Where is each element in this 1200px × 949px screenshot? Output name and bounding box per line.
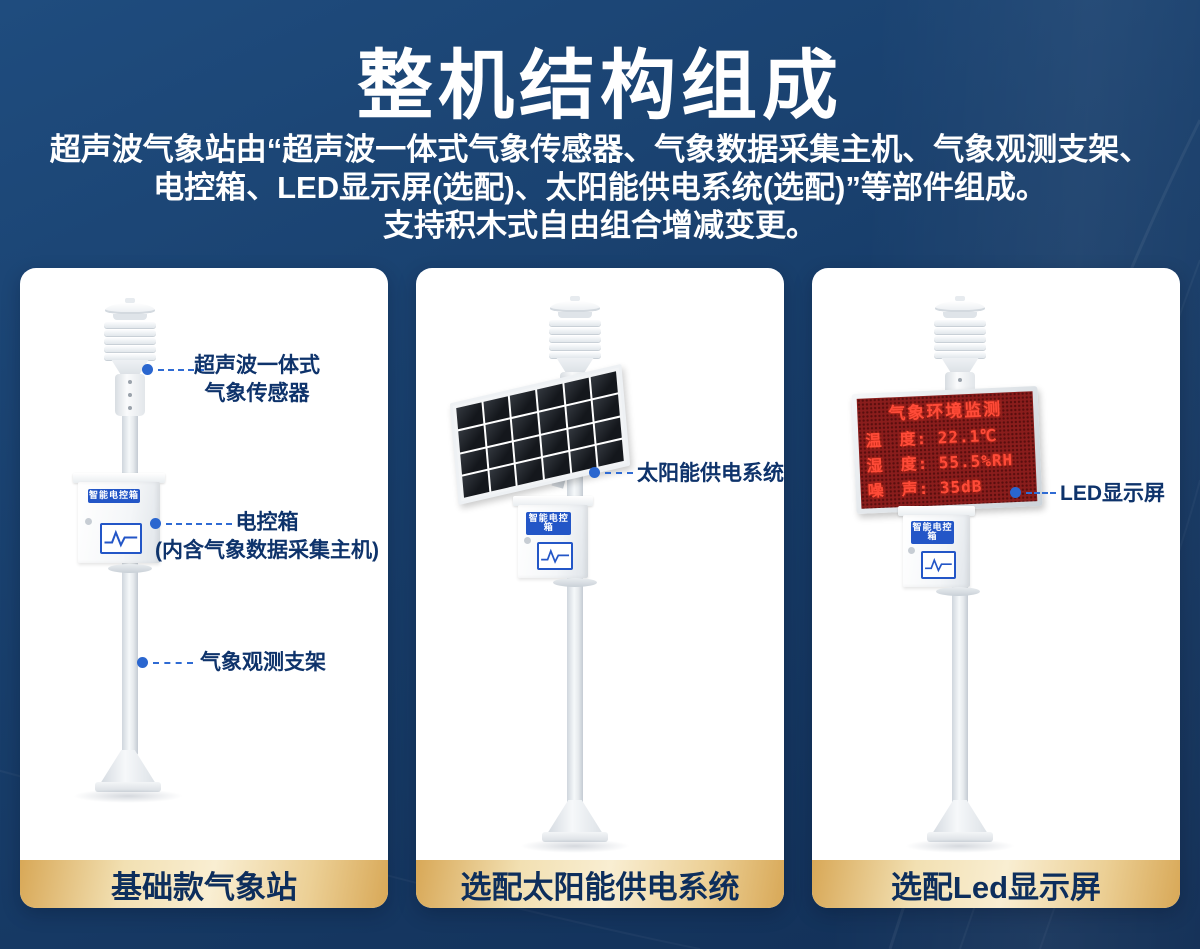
sensor-cap <box>550 301 600 312</box>
callout-dot <box>137 657 148 668</box>
callout-dash-line <box>605 472 633 474</box>
callout-dash-line <box>153 662 193 664</box>
sensor-knob <box>570 296 580 301</box>
sensor-cap <box>105 303 155 314</box>
sensor-louvers <box>104 320 156 360</box>
card-caption: 选配Led显示屏 <box>812 860 1180 908</box>
control-box-lid <box>73 473 165 483</box>
solar-cell-grid <box>456 371 624 498</box>
card-solar-option: 智能电控箱 太阳能供电系统 选配太阳能供电系统 <box>416 268 784 908</box>
control-box-lid <box>513 496 593 506</box>
solar-panel <box>449 363 631 506</box>
sensor-cap-ring <box>558 312 592 318</box>
mounting-flange <box>108 564 152 573</box>
mounting-flange <box>553 578 597 587</box>
description-line: 超声波气象站由“超声波一体式气象传感器、气象数据采集主机、气象观测支架、 <box>49 132 1151 167</box>
base-flare <box>932 800 988 834</box>
sensor-louvers <box>934 318 986 358</box>
control-box-button <box>523 537 531 545</box>
card-caption: 基础款气象站 <box>20 860 388 908</box>
page-description: 超声波气象站由“超声波一体式气象传感器、气象数据采集主机、气象观测支架、 电控箱… <box>0 131 1200 245</box>
base-flare <box>547 800 603 834</box>
control-box-label: 智能电控箱 <box>526 511 572 535</box>
callout-label-bracket: 气象观测支架 <box>200 651 326 674</box>
control-box-body: 智能电控箱 <box>78 482 160 563</box>
sensor-neck <box>941 358 979 372</box>
control-box-label: 智能电控箱 <box>87 489 141 504</box>
callout-dot <box>150 518 161 529</box>
base-plate <box>927 832 993 842</box>
mounting-flange <box>936 587 980 596</box>
card-led-option: 气象环境监测 温 度: 22.1℃ 湿 度: 55.5%RH 噪 声: 35dB… <box>812 268 1180 908</box>
callout-dash-line <box>1026 492 1056 494</box>
ground-shadow <box>73 789 183 803</box>
description-line: 电控箱、LED显示屏(选配)、太阳能供电系统(选配)”等部件组成。 <box>153 170 1047 205</box>
base-plate <box>542 832 608 842</box>
sensor-neck <box>556 358 594 372</box>
waveform-sticker <box>921 551 956 580</box>
base-flare <box>100 750 156 784</box>
callout-label-sensor: 超声波一体式 气象传感器 <box>194 354 320 405</box>
ultrasonic-sensor <box>95 298 165 416</box>
callout-label-solar: 太阳能供电系统 <box>637 462 784 485</box>
card-row: 智能电控箱 超声波一体式 气象传感器 电控箱 (内含气 <box>20 268 1180 908</box>
callout-dash-line <box>166 523 232 525</box>
control-box-button <box>84 517 92 525</box>
control-box-label: 智能电控箱 <box>911 521 954 545</box>
sensor-body <box>115 374 145 416</box>
callout-label-led: LED显示屏 <box>1060 482 1165 505</box>
ground-shadow <box>905 839 1015 853</box>
control-box-body: 智能电控箱 <box>903 515 970 587</box>
waveform-sticker <box>100 522 142 555</box>
control-box-body: 智能电控箱 <box>518 505 588 578</box>
card-basic-station: 智能电控箱 超声波一体式 气象传感器 电控箱 (内含气 <box>20 268 388 908</box>
sensor-knob <box>955 296 965 301</box>
control-box: 智能电控箱 <box>513 496 593 578</box>
callout-label-control-box: 电控箱 (内含气象数据采集主机) <box>155 511 379 562</box>
control-box: 智能电控箱 <box>898 506 975 587</box>
callout-dot <box>589 467 600 478</box>
weather-station-pole <box>122 408 138 756</box>
page-title: 整机结构组成 <box>357 44 843 129</box>
ground-shadow <box>520 839 630 853</box>
sensor-cap-ring <box>113 314 147 320</box>
callout-dash-line <box>158 369 204 371</box>
sensor-cap-ring <box>943 312 977 318</box>
callout-dot <box>142 364 153 375</box>
card-caption: 选配太阳能供电系统 <box>416 860 784 908</box>
control-box-lid <box>898 506 975 516</box>
sensor-knob <box>125 298 135 303</box>
control-box: 智能电控箱 <box>73 473 165 563</box>
waveform-sticker <box>536 541 574 571</box>
sensor-cap <box>935 301 985 312</box>
sensor-louvers <box>549 318 601 358</box>
callout-dot <box>1010 487 1021 498</box>
control-box-button <box>908 546 916 554</box>
base-plate <box>95 782 161 792</box>
sensor-neck <box>111 360 149 374</box>
description-line: 支持积木式自由组合增减变更。 <box>383 208 817 243</box>
